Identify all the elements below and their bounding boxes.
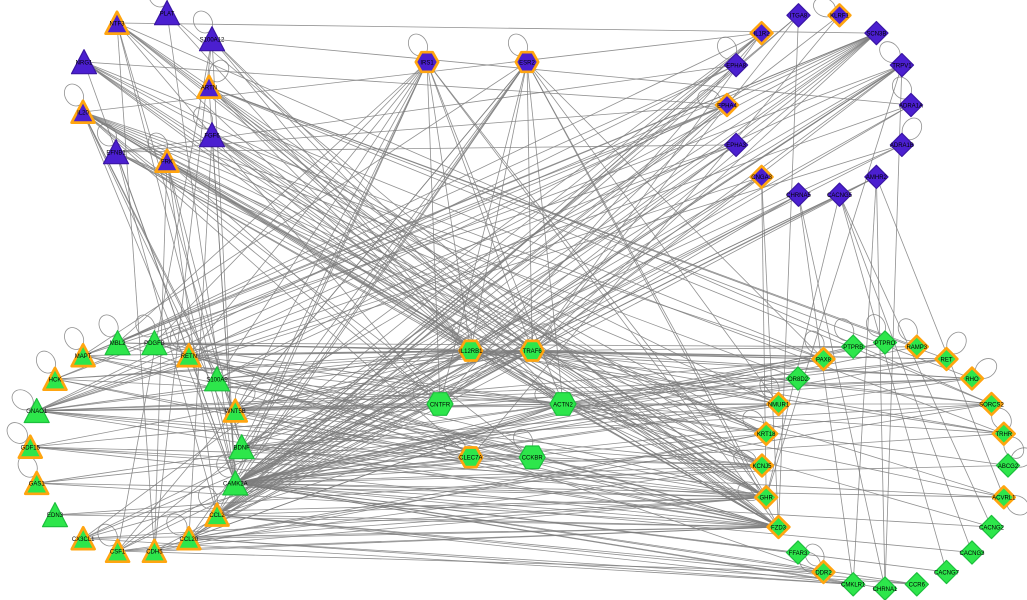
- svg-text:NMUR1: NMUR1: [768, 402, 790, 408]
- svg-text:CACNG7: CACNG7: [934, 570, 960, 576]
- svg-text:MBL2: MBL2: [110, 341, 126, 347]
- svg-text:OR8D2: OR8D2: [788, 377, 809, 383]
- svg-text:BDNF: BDNF: [234, 445, 251, 451]
- svg-text:S100A12: S100A12: [200, 37, 225, 43]
- svg-text:CMKLR1: CMKLR1: [841, 583, 866, 589]
- svg-text:IL12RB1: IL12RB1: [459, 349, 483, 355]
- svg-text:PTPRO: PTPRO: [875, 341, 896, 347]
- svg-text:ABCG2: ABCG2: [998, 464, 1019, 470]
- svg-text:RETN: RETN: [181, 354, 197, 360]
- svg-text:IL1R2: IL1R2: [754, 31, 771, 37]
- svg-text:CHRNA1: CHRNA1: [873, 587, 898, 593]
- svg-text:KLRF1: KLRF1: [830, 14, 849, 20]
- svg-text:CACNG5: CACNG5: [827, 193, 853, 199]
- svg-text:ACVRL1: ACVRL1: [992, 496, 1016, 502]
- svg-text:NTF3: NTF3: [110, 21, 126, 27]
- svg-text:ARTN: ARTN: [201, 85, 217, 91]
- svg-text:EFNB1: EFNB1: [106, 150, 126, 156]
- svg-text:ACTN2: ACTN2: [553, 402, 573, 408]
- svg-text:PLAT: PLAT: [160, 11, 175, 17]
- svg-text:ESR2: ESR2: [519, 60, 535, 66]
- svg-text:ITGA8: ITGA8: [790, 14, 808, 20]
- svg-text:CCKBR: CCKBR: [522, 456, 544, 462]
- svg-text:GAS1: GAS1: [29, 482, 46, 488]
- svg-text:CCL2: CCL2: [209, 513, 225, 519]
- svg-text:TRAF6: TRAF6: [523, 349, 543, 355]
- svg-text:EPHA4: EPHA4: [717, 103, 737, 109]
- svg-text:AMHR2: AMHR2: [866, 175, 888, 181]
- svg-text:EPHA8: EPHA8: [726, 63, 746, 69]
- svg-text:CAMK2A: CAMK2A: [223, 482, 248, 488]
- svg-text:EPHA3: EPHA3: [726, 143, 746, 149]
- svg-text:FGF6: FGF6: [204, 133, 220, 139]
- svg-text:EDN3: EDN3: [47, 513, 64, 519]
- svg-text:GNAO1: GNAO1: [26, 409, 48, 415]
- svg-text:IL20: IL20: [77, 110, 89, 116]
- svg-text:NRG1: NRG1: [76, 60, 93, 66]
- svg-text:CACNG3: CACNG3: [959, 551, 985, 557]
- svg-text:GHR: GHR: [760, 496, 774, 502]
- svg-text:FRK: FRK: [161, 159, 173, 165]
- svg-text:PTPRB: PTPRB: [843, 345, 863, 351]
- svg-text:CNTFR: CNTFR: [430, 402, 451, 408]
- svg-text:CSF1: CSF1: [110, 549, 126, 555]
- svg-text:ADRA1B: ADRA1B: [890, 143, 914, 149]
- svg-text:RHO: RHO: [965, 377, 979, 383]
- svg-text:FZD3: FZD3: [771, 525, 787, 531]
- svg-text:CHRNA5: CHRNA5: [786, 193, 811, 199]
- svg-text:S100A9: S100A9: [206, 377, 228, 383]
- svg-text:CX3CL1: CX3CL1: [72, 537, 95, 543]
- svg-text:DDR2: DDR2: [815, 570, 832, 576]
- svg-text:WNT5B: WNT5B: [225, 409, 246, 415]
- svg-text:CACNG2: CACNG2: [979, 525, 1005, 531]
- svg-text:PDGFB: PDGFB: [144, 341, 165, 347]
- svg-text:CCR6: CCR6: [909, 583, 926, 589]
- svg-text:CCL20: CCL20: [180, 537, 199, 543]
- svg-text:CNGA3: CNGA3: [751, 175, 772, 181]
- svg-text:PAX8: PAX8: [816, 357, 832, 363]
- svg-text:KCNJ5: KCNJ5: [752, 464, 772, 470]
- svg-text:SORCS2: SORCS2: [979, 402, 1004, 408]
- svg-text:TRHR: TRHR: [995, 432, 1012, 438]
- svg-text:IRS1: IRS1: [420, 60, 434, 66]
- svg-text:TRPV1: TRPV1: [892, 63, 912, 69]
- svg-text:CLEC7A: CLEC7A: [459, 456, 482, 462]
- svg-text:SCN3B: SCN3B: [866, 31, 886, 37]
- svg-text:MAPT: MAPT: [75, 354, 92, 360]
- svg-text:RAMP3: RAMP3: [906, 345, 927, 351]
- svg-text:RET: RET: [941, 357, 953, 363]
- svg-text:CDH5: CDH5: [146, 549, 163, 555]
- svg-text:HCK: HCK: [49, 377, 62, 383]
- svg-text:ADRA1A: ADRA1A: [899, 103, 923, 109]
- svg-text:GDF15: GDF15: [21, 445, 41, 451]
- svg-text:FFAR3: FFAR3: [789, 551, 808, 557]
- svg-text:KRT18: KRT18: [757, 432, 776, 438]
